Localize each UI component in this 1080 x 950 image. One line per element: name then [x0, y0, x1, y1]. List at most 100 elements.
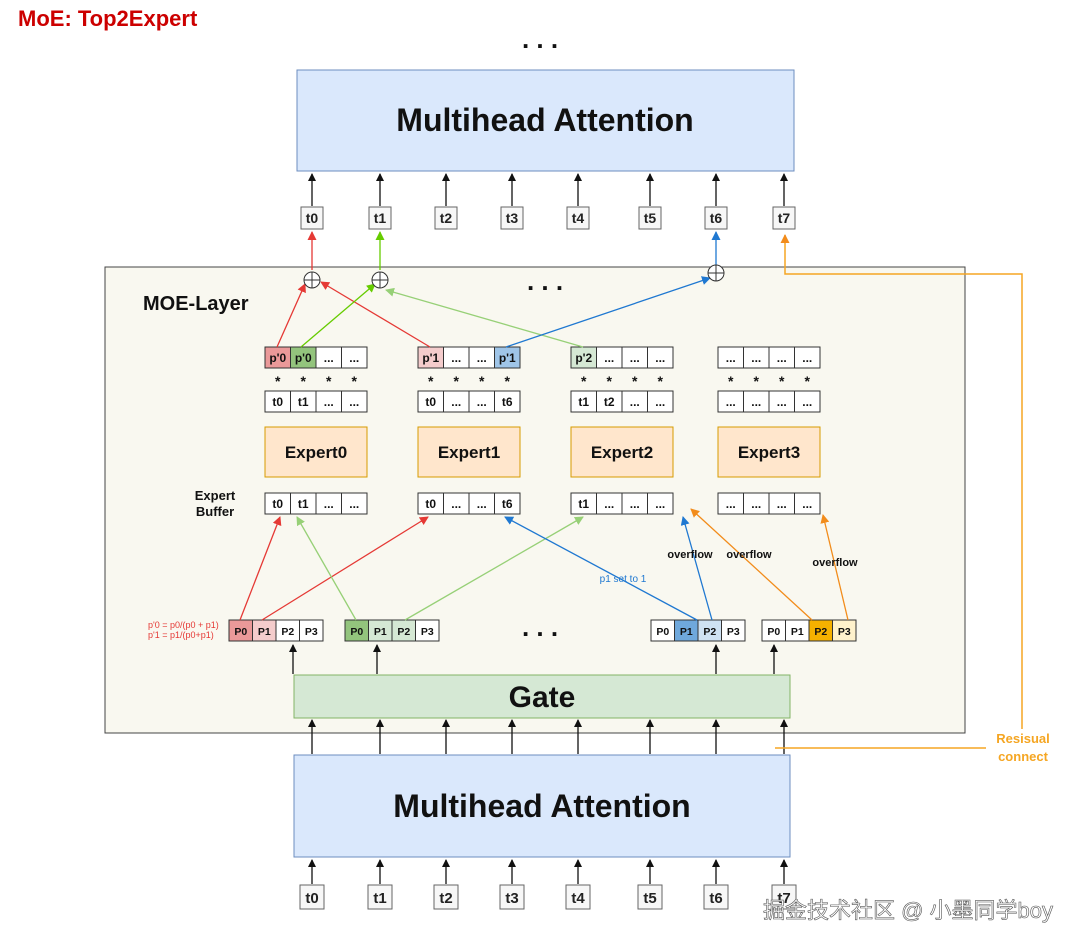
buffer-cell: t1 [570, 492, 597, 515]
top-token: t3 [500, 206, 524, 230]
expert-token-text: t1 [578, 395, 589, 409]
prob-cell: ... [315, 346, 342, 369]
prob-cell: p'1 [494, 346, 521, 369]
multiply-sign: * [428, 373, 434, 389]
multiply-sign: * [728, 373, 734, 389]
buffer-text: ... [751, 497, 761, 511]
bottom-token: t7 [771, 884, 797, 910]
gate-prob-cell: P1 [252, 619, 277, 642]
expert-buffer-label-line2: Buffer [196, 504, 234, 519]
expert-token-text: t2 [604, 395, 615, 409]
gate-prob-text: P2 [397, 626, 410, 638]
gate-prob-cell: P3 [721, 619, 746, 642]
gate-prob-text: P2 [814, 626, 827, 638]
buffer-cell: ... [621, 492, 648, 515]
top-token: t6 [704, 206, 728, 230]
plus-circle-icon [707, 264, 725, 282]
buffer-cell: ... [794, 492, 821, 515]
bottom-token-label: t3 [505, 890, 518, 907]
prob-cell: ... [443, 346, 470, 369]
gate-prob-text: P2 [703, 626, 716, 638]
expert-token-cell: t2 [596, 390, 623, 413]
bottom-token: t0 [299, 884, 325, 910]
prob-text: p'1 [499, 351, 516, 365]
expert-token-cell: t1 [570, 390, 597, 413]
expert-token-text: ... [655, 395, 665, 409]
buffer-text: ... [477, 497, 487, 511]
buffer-text: t1 [298, 497, 309, 511]
multiply-sign: * [505, 373, 511, 389]
bottom-token-label: t4 [571, 890, 585, 907]
buffer-text: t0 [272, 497, 283, 511]
expert-token-cell: ... [315, 390, 342, 413]
gate-prob-cell: P1 [368, 619, 393, 642]
top-token: t1 [368, 206, 392, 230]
bottom-token: t3 [499, 884, 525, 910]
route-arrow-green [296, 516, 357, 621]
combine-arrow-red [320, 281, 431, 348]
gate-prob-cell: P0 [761, 619, 786, 642]
expert-token-text: ... [802, 395, 812, 409]
bottom-token: t6 [703, 884, 729, 910]
expert-token-text: ... [349, 395, 359, 409]
expert-token-cell: ... [443, 390, 470, 413]
combine-arrow-blue [505, 276, 711, 348]
expert-box-2: Expert2 [570, 426, 674, 478]
gate-prob-text: P3 [727, 626, 740, 638]
gate-prob-text: P2 [281, 626, 294, 638]
expert-token-text: t0 [272, 395, 283, 409]
top-token: t4 [566, 206, 590, 230]
expert-token-cell: t6 [494, 390, 521, 413]
top-token: t7 [772, 206, 796, 230]
gate-prob-cell: P2 [808, 619, 833, 642]
prob-cell: ... [768, 346, 795, 369]
buffer-cell: ... [468, 492, 495, 515]
buffer-cell: ... [768, 492, 795, 515]
gate-prob-text: P1 [374, 626, 387, 638]
formula-line-2: p'1 = p1/(p0+p1) [148, 630, 214, 640]
plus-circle-icon [303, 271, 321, 289]
prob-text: ... [751, 351, 761, 365]
expert-token-cell: ... [768, 390, 795, 413]
overflow-label-2: overflow [726, 549, 772, 561]
buffer-text: ... [630, 497, 640, 511]
top-token: t5 [638, 206, 662, 230]
top-token: t0 [300, 206, 324, 230]
top-attention-label: Multihead Attention [396, 102, 693, 138]
expert-token-cell: t1 [290, 390, 317, 413]
buffer-text: ... [349, 497, 359, 511]
gate-prob-text: P1 [258, 626, 271, 638]
combine-arrow-green [385, 287, 584, 348]
route-arrow-red [261, 516, 429, 621]
combine-arrow-red [276, 283, 306, 348]
residual-label-line1: Resisual [996, 731, 1049, 746]
gate-prob-cell: P0 [344, 619, 369, 642]
gate-block: Gate [293, 674, 791, 719]
prob-text: ... [655, 351, 665, 365]
gate-prob-text: P0 [767, 626, 780, 638]
prob-cell: ... [468, 346, 495, 369]
multiply-sign: * [805, 373, 811, 389]
gate-prob-cell: P2 [391, 619, 416, 642]
prob-text: p'0 [295, 351, 312, 365]
gate-prob-text: P3 [421, 626, 434, 638]
expert-token-cell: ... [341, 390, 368, 413]
multiply-sign: * [352, 373, 358, 389]
buffer-cell: ... [596, 492, 623, 515]
expert-token-cell: t0 [264, 390, 291, 413]
expert-name: Expert2 [591, 443, 653, 462]
buffer-cell: t0 [417, 492, 444, 515]
residual-label-line2: connect [998, 749, 1049, 764]
multiply-sign: * [581, 373, 587, 389]
buffer-cell: ... [647, 492, 674, 515]
plus-circle-icon [371, 271, 389, 289]
prob-text: ... [802, 351, 812, 365]
gate-prob-cell: P1 [674, 619, 699, 642]
bottom-token-label: t7 [777, 890, 790, 907]
gate-prob-cell: P2 [697, 619, 722, 642]
route-arrow-blue [680, 516, 713, 621]
prob-text: ... [349, 351, 359, 365]
expert-token-cell: ... [468, 390, 495, 413]
